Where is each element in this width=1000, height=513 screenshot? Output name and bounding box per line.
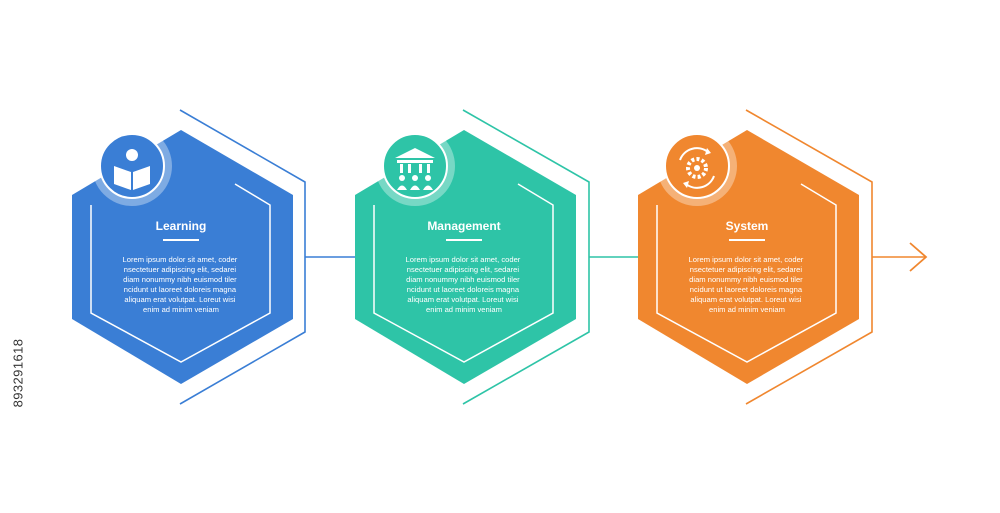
outer-hexagon-outline — [745, 109, 873, 405]
icon-badge — [99, 133, 165, 199]
icon-badge — [382, 133, 448, 199]
title-underline — [446, 239, 482, 241]
step-management: Management Lorem ipsum dolor sit amet, c… — [355, 109, 590, 405]
step-body-text: Lorem ipsum dolor sit amet, coder nsecte… — [406, 255, 523, 314]
open-book-reader-icon — [114, 149, 150, 190]
step-learning: Learning Lorem ipsum dolor sit amet, cod… — [72, 109, 306, 405]
step-title: System — [726, 219, 769, 233]
stock-id-text: 893291618 — [10, 338, 26, 408]
step-system: System Lorem ipsum dolor sit amet, coder… — [638, 109, 873, 405]
hexagon-inner-outline — [373, 183, 554, 363]
title-underline — [163, 239, 199, 241]
step-title: Management — [427, 219, 500, 233]
institution-team-icon — [395, 148, 435, 190]
arrow-head-icon — [909, 242, 928, 272]
outer-hexagon-outline — [179, 109, 306, 405]
title-underline — [729, 239, 765, 241]
hexagon-inner-outline — [90, 183, 271, 363]
hexagon-inner-outline — [656, 183, 837, 363]
outer-hexagon-outline — [462, 109, 590, 405]
stock-id-watermark: 893291618 — [6, 268, 30, 478]
step-body-text: Lorem ipsum dolor sit amet, coder nsecte… — [689, 255, 806, 314]
step-body-text: Lorem ipsum dolor sit amet, coder nsecte… — [123, 255, 240, 314]
step-title: Learning — [156, 219, 207, 233]
gear-cycle-icon — [679, 147, 715, 189]
